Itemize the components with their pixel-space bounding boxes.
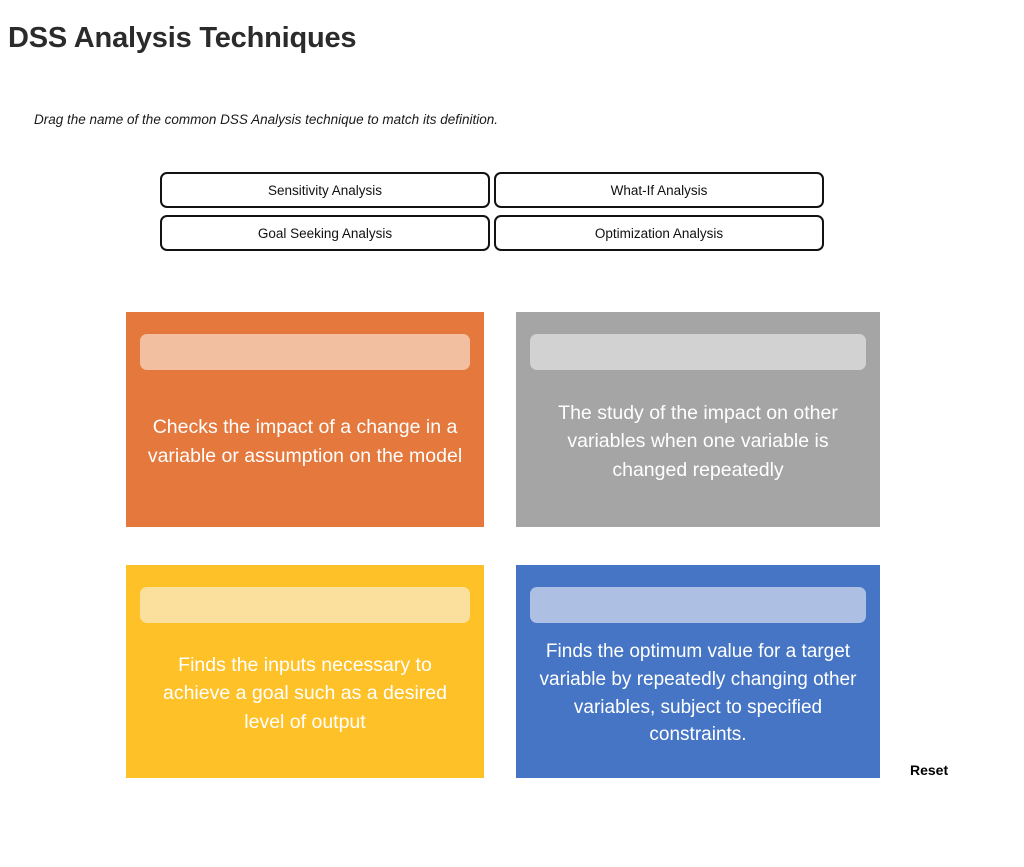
chip-label: Optimization Analysis xyxy=(594,225,724,241)
chip-optimization-analysis[interactable]: Optimization Analysis xyxy=(494,215,824,251)
chip-label: Goal Seeking Analysis xyxy=(257,225,393,241)
instructions-text: Drag the name of the common DSS Analysis… xyxy=(34,111,498,127)
chip-label: Sensitivity Analysis xyxy=(267,182,383,198)
dropzone-gray[interactable] xyxy=(530,334,866,370)
definition-card-orange: Checks the impact of a change in a varia… xyxy=(126,312,484,527)
page-title: DSS Analysis Techniques xyxy=(8,22,357,55)
definition-card-yellow: Finds the inputs necessary to achieve a … xyxy=(126,565,484,778)
definition-text: The study of the impact on other variabl… xyxy=(558,402,838,481)
dropzone-yellow[interactable] xyxy=(140,587,470,623)
draggable-chip-grid: Sensitivity Analysis What-If Analysis Go… xyxy=(160,172,824,251)
definition-text: Checks the impact of a change in a varia… xyxy=(147,416,463,467)
chip-sensitivity-analysis[interactable]: Sensitivity Analysis xyxy=(160,172,490,208)
dropzone-orange[interactable] xyxy=(140,334,470,370)
definition-text: Finds the inputs necessary to achieve a … xyxy=(162,654,448,733)
definition-text: Finds the optimum value for a target var… xyxy=(539,641,857,746)
chip-goal-seeking-analysis[interactable]: Goal Seeking Analysis xyxy=(160,215,490,251)
dropzone-blue[interactable] xyxy=(530,587,866,623)
chip-what-if-analysis[interactable]: What-If Analysis xyxy=(494,172,824,208)
reset-button[interactable]: Reset xyxy=(910,762,949,778)
definition-card-gray: The study of the impact on other variabl… xyxy=(516,312,880,527)
chip-label: What-If Analysis xyxy=(610,182,708,198)
definition-card-blue: Finds the optimum value for a target var… xyxy=(516,565,880,778)
